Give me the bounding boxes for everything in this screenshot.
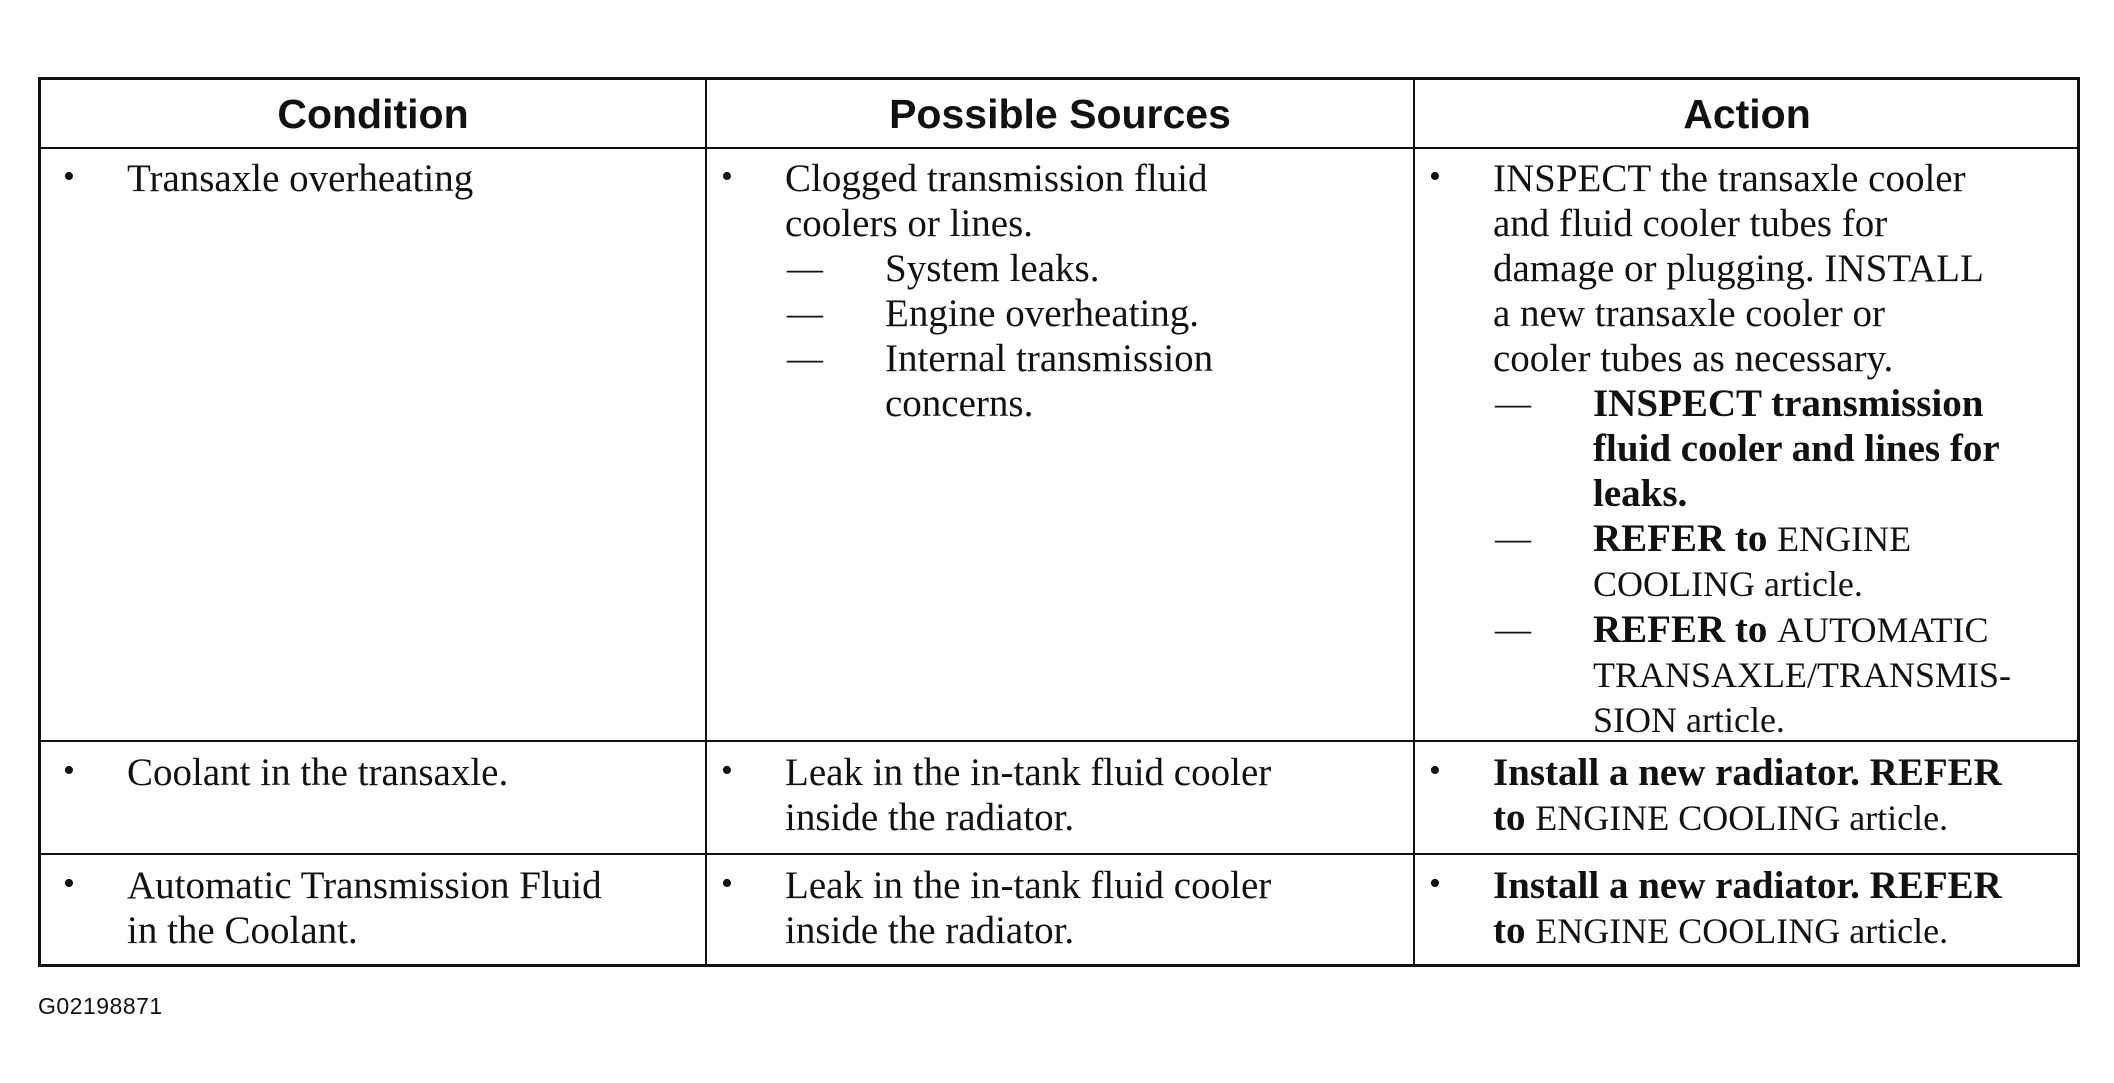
sub-line: INSPECT transmission [1593, 382, 1984, 425]
row-1-sources: • Clogged transmission fluid coolers or … [699, 156, 1409, 426]
action-line: cooler tubes as necessary. [1493, 337, 1894, 380]
row-divider [41, 853, 2077, 855]
sub-line: Engine overheating. [885, 292, 1200, 335]
sub-line: REFER to ENGINE [1593, 516, 2077, 562]
action-line: a new transaxle cooler or [1493, 292, 1885, 335]
column-divider [705, 80, 707, 964]
column-divider [1413, 80, 1415, 964]
bullet: • [1429, 752, 1441, 789]
list-item: • Install a new radiator. REFER to ENGIN… [1407, 750, 2077, 841]
reference-text: ENGINE COOLING article. [1535, 911, 1949, 951]
row-3-action: • Install a new radiator. REFER to ENGIN… [1407, 863, 2077, 954]
sub-item: — System leaks. [699, 246, 1409, 291]
diagnosis-table: Condition Possible Sources Action • Tran… [38, 77, 2080, 967]
bullet: • [1429, 865, 1441, 902]
row-2-sources: • Leak in the in-tank fluid cooler insid… [699, 750, 1409, 840]
list-item: • INSPECT the transaxle cooler and fluid… [1407, 156, 2077, 381]
action-line: Install a new radiator. REFER [1493, 864, 2002, 907]
action-line: to ENGINE COOLING article. [1493, 908, 2077, 954]
dash: — [787, 338, 823, 378]
dash: — [1495, 609, 1531, 649]
action-line: Install a new radiator. REFER [1493, 751, 2002, 794]
figure-code: G02198871 [38, 993, 163, 1019]
dash: — [1495, 383, 1531, 423]
row-2-condition: • Coolant in the transaxle. [41, 750, 701, 795]
sub-item: — REFER to ENGINE COOLING article. [1407, 516, 2077, 607]
sub-line: fluid cooler and lines for [1593, 427, 2000, 470]
condition-line: in the Coolant. [127, 909, 358, 952]
action-line: to ENGINE COOLING article. [1493, 795, 2077, 841]
list-item: • Install a new radiator. REFER to ENGIN… [1407, 863, 2077, 954]
header-possible-sources: Possible Sources [889, 90, 1231, 137]
source-line: inside the radiator. [785, 796, 1075, 839]
refer-text: REFER to [1593, 608, 1768, 651]
reference-text: ENGINE [1777, 519, 1912, 559]
sub-line: leaks. [1593, 472, 1688, 515]
action-line: and fluid cooler tubes for [1493, 202, 1888, 245]
action-line: INSPECT the transaxle cooler [1493, 157, 1966, 200]
row-1-action: • INSPECT the transaxle cooler and fluid… [1407, 156, 2077, 743]
source-line: coolers or lines. [785, 202, 1034, 245]
sub-item: — REFER to AUTOMATIC TRANSAXLE/TRANSMIS-… [1407, 607, 2077, 743]
source-line: Leak in the in-tank fluid cooler [785, 751, 1272, 794]
list-item: • Clogged transmission fluid coolers or … [699, 156, 1409, 246]
sub-item: — INSPECT transmission fluid cooler and … [1407, 381, 2077, 516]
bullet: • [721, 865, 733, 902]
row-divider [41, 740, 2077, 742]
sub-line: Internal transmission [885, 337, 1214, 380]
dash: — [1495, 518, 1531, 558]
sub-line: concerns. [885, 382, 1034, 425]
bullet: • [721, 158, 733, 195]
row-2-action: • Install a new radiator. REFER to ENGIN… [1407, 750, 2077, 841]
list-item: • Automatic Transmission Fluid in the Co… [41, 863, 701, 953]
refer-text: REFER to [1593, 517, 1768, 560]
list-item: • Leak in the in-tank fluid cooler insid… [699, 750, 1409, 840]
action-line: damage or plugging. INSTALL [1493, 247, 1984, 290]
header-divider [41, 147, 2077, 149]
row-1-condition: • Transaxle overheating [41, 156, 701, 201]
bullet: • [63, 752, 75, 789]
condition-text: Coolant in the transaxle. [127, 751, 509, 794]
to-text: to [1493, 909, 1526, 952]
to-text: to [1493, 796, 1526, 839]
bullet: • [63, 158, 75, 195]
source-line: Leak in the in-tank fluid cooler [785, 864, 1272, 907]
row-3-condition: • Automatic Transmission Fluid in the Co… [41, 863, 701, 953]
header-action: Action [1683, 90, 1811, 137]
source-line: Clogged transmission fluid [785, 157, 1208, 200]
reference-text: ENGINE COOLING article. [1535, 798, 1949, 838]
condition-text: Transaxle overheating [127, 157, 474, 200]
sub-line: REFER to AUTOMATIC [1593, 607, 2077, 653]
reference-text: SION article. [1593, 700, 1785, 740]
row-3-sources: • Leak in the in-tank fluid cooler insid… [699, 863, 1409, 953]
reference-text: COOLING article. [1593, 564, 1863, 604]
bullet: • [721, 752, 733, 789]
list-item: • Coolant in the transaxle. [41, 750, 701, 795]
bullet: • [63, 865, 75, 902]
reference-text: AUTOMATIC [1777, 610, 1989, 650]
dash: — [787, 293, 823, 333]
sub-line: System leaks. [885, 247, 1100, 290]
sub-item: — Engine overheating. [699, 291, 1409, 336]
list-item: • Leak in the in-tank fluid cooler insid… [699, 863, 1409, 953]
dash: — [787, 248, 823, 288]
bullet: • [1429, 158, 1441, 195]
list-item: • Transaxle overheating [41, 156, 701, 201]
condition-line: Automatic Transmission Fluid [127, 864, 602, 907]
source-line: inside the radiator. [785, 909, 1075, 952]
sub-item: — Internal transmission concerns. [699, 336, 1409, 426]
reference-text: TRANSAXLE/TRANSMIS- [1593, 655, 2012, 695]
header-condition: Condition [277, 90, 469, 137]
